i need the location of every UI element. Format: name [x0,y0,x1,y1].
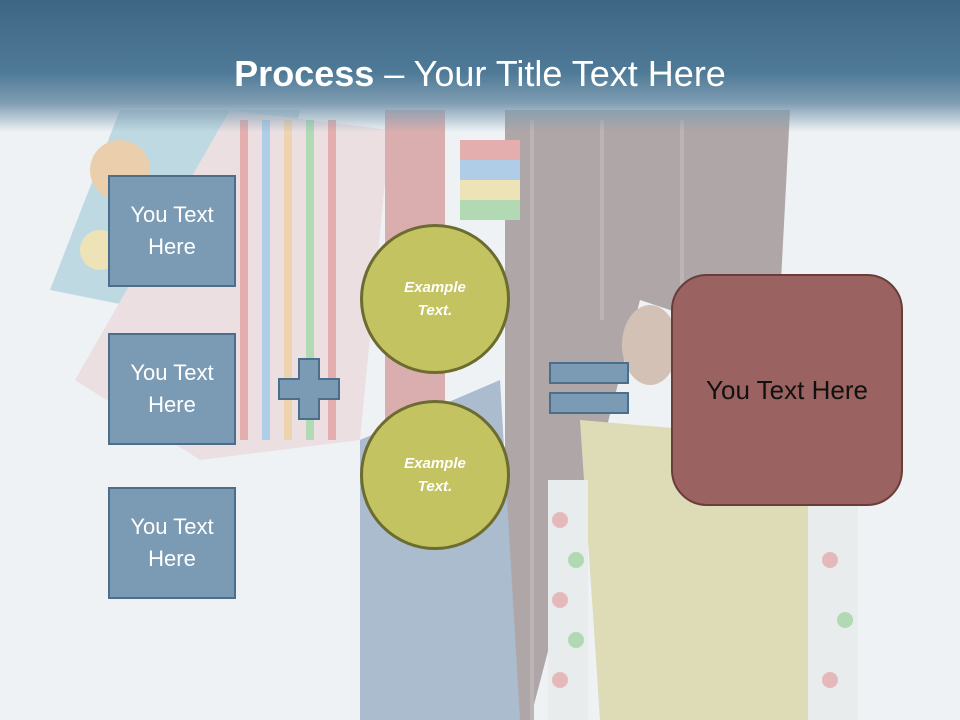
text-box-1-label: You Text Here [130,202,214,259]
result-box[interactable]: You Text Here [671,274,903,506]
example-circle-2[interactable]: Example Text. [360,400,510,550]
example-circle-1[interactable]: Example Text. [360,224,510,374]
example-circle-1-label: Example Text. [404,279,466,319]
text-box-3[interactable]: You Text Here [108,487,236,599]
text-box-1[interactable]: You Text Here [108,175,236,287]
title-bold: Process [234,53,375,94]
result-box-label: You Text Here [706,375,868,405]
header-band [0,0,960,132]
plus-icon [278,358,340,420]
equals-icon [549,362,629,414]
text-box-3-label: You Text Here [130,514,214,571]
title-rest: – Your Title Text Here [374,53,726,94]
text-box-2[interactable]: You Text Here [108,333,236,445]
text-box-2-label: You Text Here [130,360,214,417]
example-circle-2-label: Example Text. [404,455,466,495]
slide-title[interactable]: Process – Your Title Text Here [0,52,960,96]
